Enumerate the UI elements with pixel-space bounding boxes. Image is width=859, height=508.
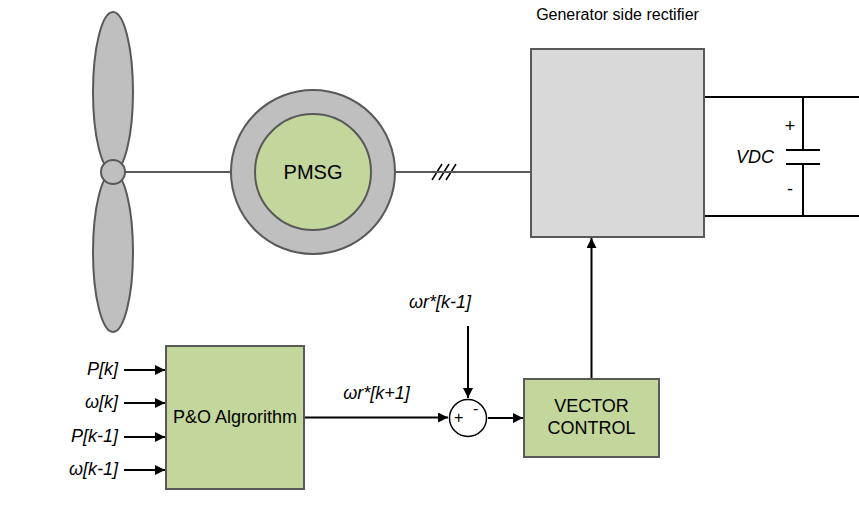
signal-label: ω[k-1]	[69, 460, 118, 480]
signal-label: P[k]	[87, 360, 118, 380]
box-label: VECTOR CONTROL	[530, 396, 653, 439]
signal-label: VDC	[736, 148, 774, 168]
reference-arrow	[467, 326, 469, 398]
signal-label: P[k-1]	[71, 427, 118, 447]
polarity-sign: -	[787, 180, 793, 200]
sign-label: -	[473, 401, 478, 417]
dc-link-capacitor	[705, 97, 859, 216]
sign-label: +	[454, 410, 463, 426]
polarity-sign: +	[785, 117, 796, 137]
summing-junction: +-	[448, 398, 488, 438]
connector	[488, 417, 523, 419]
signal-label: ω[k]	[85, 393, 118, 413]
box-title: Generator side rectifier	[512, 6, 723, 24]
signal-label: ωr*[k+1]	[343, 384, 410, 404]
signal-label: ωr*[k-1]	[409, 293, 471, 313]
generator-circle: PMSG	[230, 89, 396, 255]
box-label: P&O Algrorithm	[173, 407, 297, 429]
rectifier-box: Generator side rectifier	[530, 48, 705, 238]
box-label: PMSG	[284, 160, 343, 184]
connector	[305, 417, 448, 419]
process-box: P&O Algrorithm	[165, 345, 305, 490]
connector	[591, 238, 593, 378]
wind-turbine	[93, 12, 232, 332]
input-arrows	[124, 370, 165, 470]
process-box: VECTOR CONTROL	[523, 378, 660, 458]
connector	[396, 171, 530, 173]
